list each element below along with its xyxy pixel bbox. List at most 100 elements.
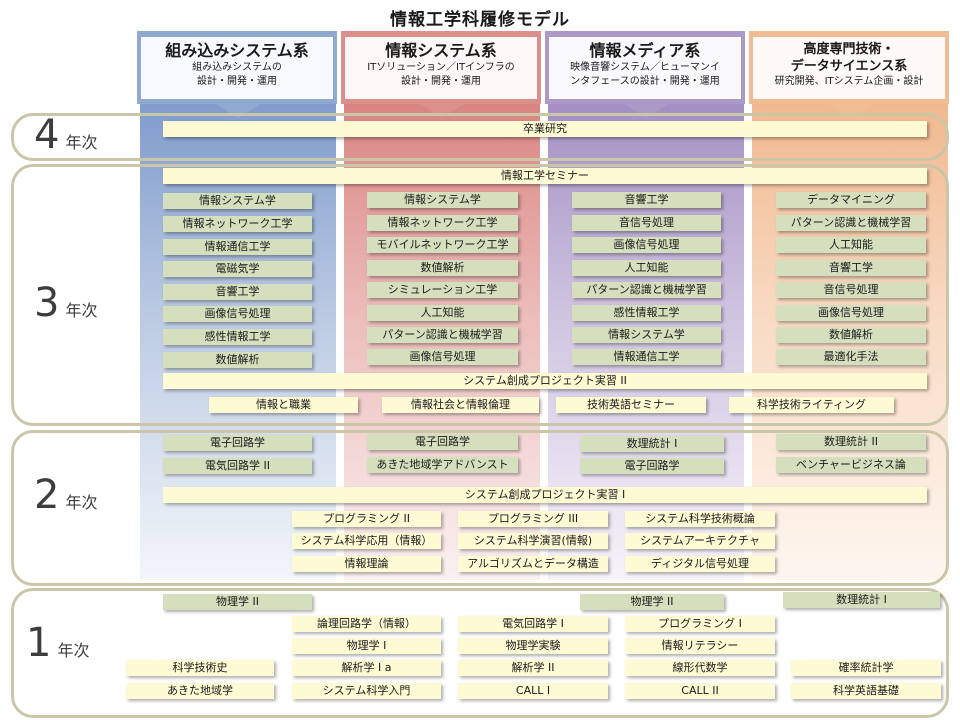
course-y2-media: 数理統計 I [580,436,724,452]
course-y3-media: パターン認識と機械学習 [572,282,721,298]
course-y3-infosys: 人工知能 [367,305,518,321]
course-y3-advanced: 音響工学 [776,260,926,276]
course-y3-infosys: シミュレーション工学 [367,282,518,298]
course-y2-core: システム科学演習(情報) [458,533,608,549]
course-y3-infosys: 画像信号処理 [367,349,518,365]
course-y3-media: 情報通信工学 [572,349,721,365]
course-y3-infosys: 情報システム学 [367,192,518,208]
course-y2-core: プログラミング II [292,511,441,527]
year-suffix: 年次 [65,493,98,512]
course-y3-common: 科学技術ライティング [729,397,894,413]
year-band-1 [11,588,949,718]
year-band-2 [11,430,949,586]
course-y1-core: 電気回路学 I [458,616,608,632]
course-y2-core: アルゴリズムとデータ構造 [458,556,608,572]
course-y2-core: システム科学応用（情報） [292,533,441,549]
track-description: 設計・開発・運用 [401,76,481,87]
year-band-4 [11,113,949,161]
track-title: 情報メディア系 [589,41,701,60]
course-y1-general: 科学技術史 [126,660,274,676]
year-band-3 [11,164,949,426]
page-title: 情報工学科履修モデル [390,10,570,30]
course-graduation-research: 卒業研究 [163,121,927,137]
course-y2-core: システムアーキテクチャ [625,533,775,549]
course-project-2: システム創成プロジェクト実習 II [163,373,927,389]
course-y1-core: 物理学 I [292,638,441,654]
track-description: 研究開発、ITシステム企画・設計 [774,76,924,87]
course-y1-core: CALL II [625,683,775,699]
course-y2-advanced: 数理統計 II [776,434,926,450]
course-y2-embedded: 電気回路学 II [163,458,312,474]
course-y1-core: 論理回路学（情報） [292,616,441,632]
year-number: 1 [26,620,52,666]
course-y1-general: 確率統計学 [791,660,941,676]
course-y2-core: プログラミング III [458,511,608,527]
course-y1-general: 科学英語基礎 [791,683,941,699]
course-y3-media: 画像信号処理 [572,237,721,253]
course-y3-embedded: 音響工学 [163,284,312,300]
course-y3-infosys: 情報ネットワーク工学 [367,215,518,231]
course-y3-embedded: 情報通信工学 [163,239,312,255]
course-y2-core: 情報理論 [292,556,441,572]
course-y1-media: 物理学 II [580,594,724,610]
course-y3-advanced: 人工知能 [776,237,926,253]
year-suffix: 年次 [65,301,98,320]
course-y3-advanced: 音信号処理 [776,282,926,298]
course-y3-media: 感性情報工学 [572,305,721,321]
course-y3-media: 音響工学 [572,192,721,208]
course-y3-advanced: パターン認識と機械学習 [776,215,926,231]
course-y2-media: 電子回路学 [580,458,724,474]
course-y2-core: ディジタル信号処理 [625,556,775,572]
course-y1-core: 解析学 II [458,660,608,676]
course-y1-core: 情報リテラシー [625,638,775,654]
year-label-3: 3 年次 [34,280,97,326]
track-description: ンタフェースの設計・開発・運用 [570,76,720,87]
year-number: 2 [34,472,60,518]
course-y3-embedded: 画像信号処理 [163,306,312,322]
course-y2-infosys: あきた地域学アドバンスト [367,457,518,473]
course-y3-advanced: 数値解析 [776,327,926,343]
track-title: 情報システム系 [385,41,497,60]
course-y1-core: 線形代数学 [625,660,775,676]
track-header-embedded: 組み込みシステム系 組み込みシステムの 設計・開発・運用 [137,31,337,104]
course-y3-common: 技術英語セミナー [556,397,706,413]
track-header-media: 情報メディア系 映像音響システム／ヒューマンイ ンタフェースの設計・開発・運用 [545,31,745,104]
course-y3-advanced: 画像信号処理 [776,305,926,321]
course-y3-embedded: 数値解析 [163,352,312,368]
course-y1-general: あきた地域学 [126,683,274,699]
track-description: 映像音響システム／ヒューマンイ [570,62,720,73]
track-description: 組み込みシステムの [192,62,282,73]
course-y2-infosys: 電子回路学 [367,434,518,450]
course-y1-advanced: 数理統計 I [783,592,940,608]
track-title: 組み込みシステム系 [165,41,309,60]
course-y3-infosys: パターン認識と機械学習 [367,327,518,343]
course-y2-embedded: 電子回路学 [163,435,312,451]
course-y3-advanced: データマイニング [776,192,926,208]
track-header-infosys: 情報システム系 ITソリューション／ITインフラの 設計・開発・運用 [341,31,541,104]
track-header-advanced: 高度専門技術・ データサイエンス系 研究開発、ITシステム企画・設計 [749,31,949,104]
course-y1-core: プログラミング I [625,616,775,632]
course-y3-infosys: 数値解析 [367,260,518,276]
course-y2-core: システム科学技術概論 [625,511,775,527]
track-description: ITソリューション／ITインフラの [367,62,515,73]
course-y2-advanced: ベンチャービジネス論 [776,457,926,473]
course-y3-common: 情報と職業 [209,397,358,413]
course-y3-infosys: モバイルネットワーク工学 [367,237,518,253]
track-description: 設計・開発・運用 [197,76,277,87]
course-project-1: システム創成プロジェクト実習 I [163,487,927,503]
course-y1-core: CALL I [458,683,608,699]
course-y1-embedded: 物理学 II [163,594,312,610]
course-y3-embedded: 情報ネットワーク工学 [163,216,312,232]
year-number: 3 [34,280,60,326]
course-y3-advanced: 最適化手法 [776,349,926,365]
course-y1-core: 物理学実験 [458,638,608,654]
year-label-2: 2 年次 [34,472,97,518]
course-y1-core: システム科学入門 [292,683,441,699]
course-y3-embedded: 感性情報工学 [163,329,312,345]
course-y3-common: 情報社会と情報倫理 [382,397,539,413]
track-title: 高度専門技術・ [803,42,895,57]
course-y3-media: 人工知能 [572,260,721,276]
course-seminar: 情報工学セミナー [163,168,927,184]
